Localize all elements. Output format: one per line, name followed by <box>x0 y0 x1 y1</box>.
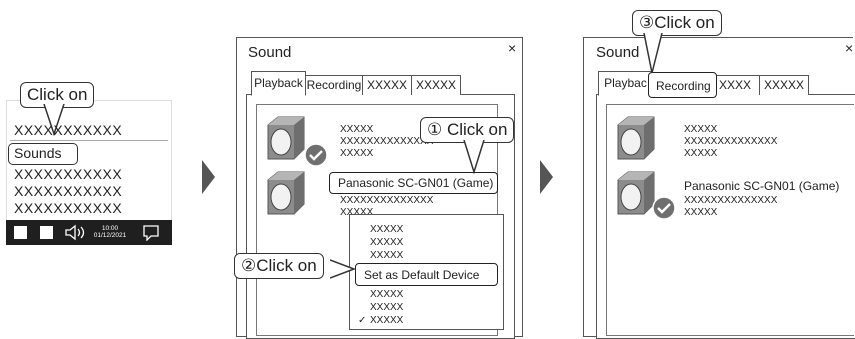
tab-label: Playback <box>254 76 303 90</box>
speaker-volume-icon[interactable] <box>64 224 88 241</box>
taskbar-clock[interactable]: 10:00 01/12/2021 <box>92 225 128 239</box>
tray-menu-item[interactable]: XXXXXXXXXXX <box>14 200 123 216</box>
step2-callout-1: ① Click on <box>420 117 515 143</box>
context-menu-item[interactable]: XXXXX <box>370 224 404 235</box>
clock-date: 01/12/2021 <box>93 232 127 239</box>
checkmark-icon: ✓ <box>358 315 367 326</box>
tray-menu-item[interactable]: XXXXXXXXXXX <box>14 166 123 182</box>
dialog-title: Sound <box>596 44 640 61</box>
speaker-device-icon <box>267 171 305 215</box>
tab-label: Recording <box>306 78 362 92</box>
context-menu-item[interactable]: XXXXX <box>370 315 404 326</box>
speaker-device-icon <box>617 171 655 215</box>
tab-other[interactable]: XXXX <box>710 75 760 95</box>
device-detail: XXXXXXXXXXXXXX <box>684 195 778 206</box>
device-name: Panasonic SC-GN01 (Game) <box>684 179 840 193</box>
device-status: XXXXX <box>340 207 374 218</box>
context-menu-item[interactable]: XXXXX <box>370 289 404 300</box>
close-icon[interactable]: × <box>845 40 854 56</box>
step3-callout: ③Click on <box>632 10 722 36</box>
taskbar-app-icon[interactable] <box>40 226 53 239</box>
tab-label: Playbac <box>604 76 647 90</box>
context-menu-item[interactable]: XXXXX <box>370 237 404 248</box>
device-status: XXXXX <box>684 148 718 159</box>
tab-other[interactable]: XXXXX <box>759 75 809 95</box>
panasonic-device-item[interactable]: Panasonic SC-GN01 (Game) <box>329 172 498 194</box>
callout-2-pointer <box>330 259 357 279</box>
notification-icon[interactable] <box>142 224 160 241</box>
tab-label: XXXX <box>718 78 751 92</box>
clock-time: 10:00 <box>101 225 119 232</box>
callout-1-pointer <box>463 140 485 175</box>
tab-playback[interactable]: Playbac <box>598 71 653 96</box>
default-check-badge-icon <box>652 196 676 220</box>
device-status: XXXXX <box>684 207 718 218</box>
tab-other[interactable]: XXXXX <box>362 75 412 95</box>
tray-menu-item[interactable]: XXXXXXXXXXX <box>14 183 123 199</box>
speaker-device-icon <box>267 116 305 160</box>
step1-callout-pointer <box>43 104 65 137</box>
tab-label: XXXXX <box>415 78 457 92</box>
taskbar: 10:00 01/12/2021 <box>6 220 172 245</box>
tab-other[interactable]: XXXXX <box>411 75 461 95</box>
sounds-label: Sounds <box>14 145 62 161</box>
tab-recording[interactable]: Recording <box>305 75 363 95</box>
context-menu-item[interactable]: XXXXX <box>370 250 404 261</box>
device-detail: XXXXXXXXXXXXXX <box>340 136 434 147</box>
step2-callout-2: ②Click on <box>234 253 324 279</box>
sounds-menu-item[interactable]: Sounds <box>8 143 78 165</box>
tab-label: XXXXX <box>366 78 408 92</box>
tab-label: XXXXX <box>763 78 805 92</box>
tray-menu-item[interactable]: XXXXXXXXXXX <box>14 122 123 138</box>
device-name: XXXXX <box>340 124 374 135</box>
set-as-default-device-item[interactable]: Set as Default Device <box>355 263 498 286</box>
tab-label: Recording <box>656 79 711 93</box>
device-name: Panasonic SC-GN01 (Game) <box>338 176 494 190</box>
taskbar-app-icon[interactable] <box>14 226 27 239</box>
next-step-arrow <box>540 160 553 194</box>
context-menu-item[interactable]: XXXXX <box>370 302 404 313</box>
tab-playback[interactable]: Playback <box>251 71 306 96</box>
device-detail: XXXXXXXXXXXXXX <box>684 136 778 147</box>
context-menu-label: Set as Default Device <box>364 268 480 282</box>
step1-callout: Click on <box>20 82 95 108</box>
device-name: XXXXX <box>684 124 718 135</box>
device-status: XXXXX <box>340 148 374 159</box>
tray-menu-separator <box>10 140 168 141</box>
close-icon[interactable]: × <box>508 40 517 56</box>
dialog-title: Sound <box>248 44 292 61</box>
next-step-arrow <box>202 160 215 194</box>
default-check-badge-icon <box>304 143 328 167</box>
speaker-device-icon <box>617 116 655 160</box>
device-detail: XXXXXXXXXXXXXX <box>340 195 434 206</box>
callout-3-pointer <box>643 33 663 74</box>
tab-recording[interactable]: Recording <box>648 72 717 98</box>
